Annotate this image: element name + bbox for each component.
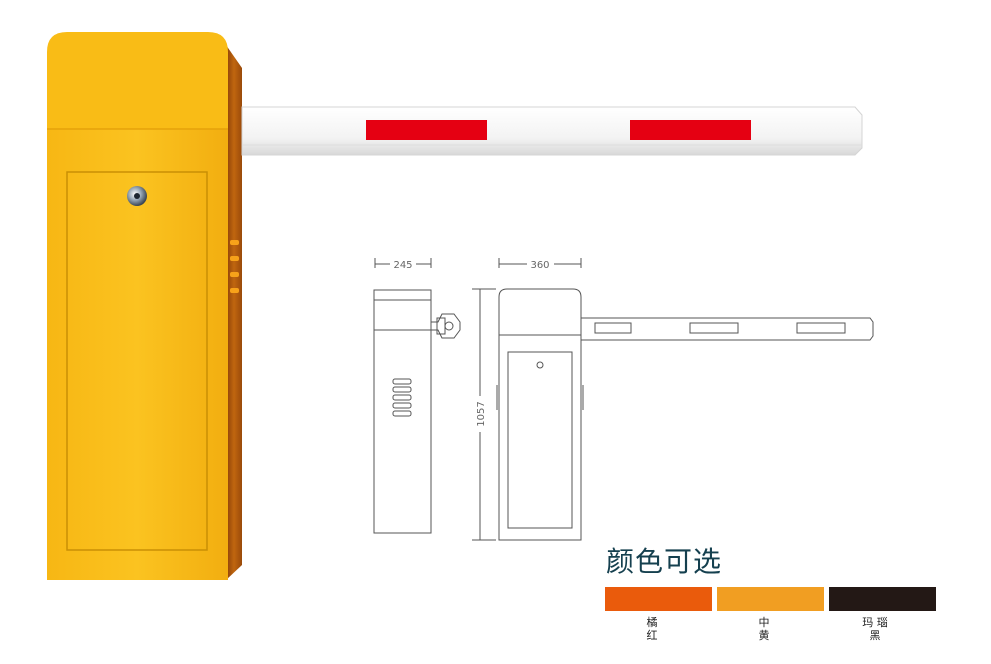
- color-options-title: 颜色可选: [606, 545, 723, 578]
- housing-top-cap: [47, 32, 228, 129]
- boom-reflector-1: [366, 120, 487, 140]
- color-label-orange-red: 橘红: [646, 616, 658, 642]
- color-swatch-orange-red: [605, 587, 712, 611]
- side-view-drawing: [373, 258, 461, 534]
- color-swatch-agate-black: [829, 587, 936, 611]
- housing-side-face: [226, 45, 242, 580]
- dim-height: 1057: [476, 401, 487, 426]
- color-label-agate-black: 玛 瑙黑: [862, 616, 888, 642]
- dim-side-width: 245: [393, 260, 412, 271]
- side-vents: [230, 240, 239, 293]
- barrier-housing-render: [47, 32, 242, 580]
- dim-front-width: 360: [530, 260, 549, 271]
- front-view-drawing: [472, 258, 874, 541]
- boom-arm-render: [241, 106, 863, 156]
- boom-arm: [241, 106, 863, 156]
- color-swatch-medium-yellow: [717, 587, 824, 611]
- color-label-medium-yellow: 中黄: [758, 616, 770, 642]
- housing-door: [66, 171, 208, 551]
- boom-reflector-2: [630, 120, 751, 140]
